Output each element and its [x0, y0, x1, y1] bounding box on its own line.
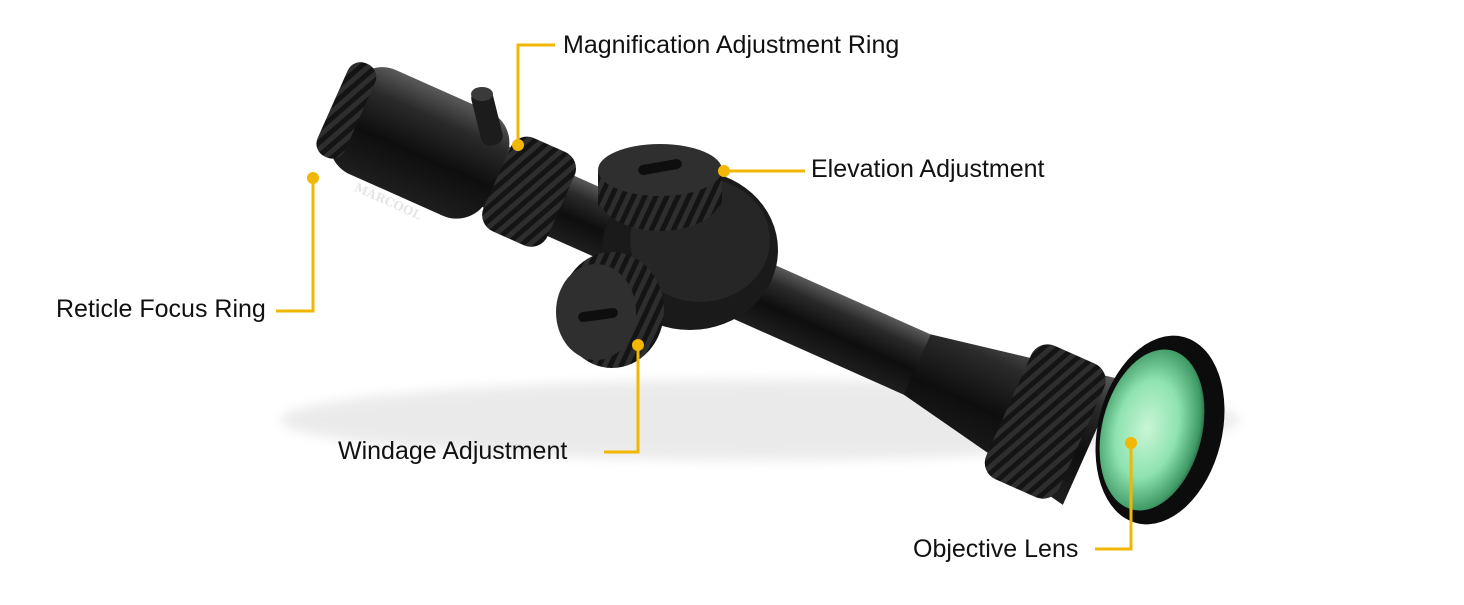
leader-lines — [276, 43, 1133, 551]
windage-turret — [556, 252, 664, 368]
label-reticle-focus-ring: Reticle Focus Ring — [56, 295, 266, 323]
label-windage-adjustment: Windage Adjustment — [338, 437, 568, 465]
label-objective-lens: Objective Lens — [913, 535, 1079, 563]
dot-magnification — [512, 139, 524, 151]
dot-windage — [632, 339, 644, 351]
elevation-turret — [598, 144, 722, 231]
objective-lens-glass — [1095, 335, 1225, 525]
leader-dots — [307, 139, 1137, 449]
label-magnification-ring: Magnification Adjustment Ring — [563, 31, 900, 59]
dot-elevation — [718, 165, 730, 177]
dot-reticle — [307, 172, 319, 184]
label-elevation-adjustment: Elevation Adjustment — [811, 155, 1045, 183]
leader-magnification — [516, 43, 555, 145]
leader-windage — [604, 345, 640, 454]
throw-lever — [471, 87, 503, 146]
leader-objective — [1095, 443, 1133, 551]
leader-reticle — [276, 178, 315, 313]
dot-objective — [1125, 437, 1137, 449]
